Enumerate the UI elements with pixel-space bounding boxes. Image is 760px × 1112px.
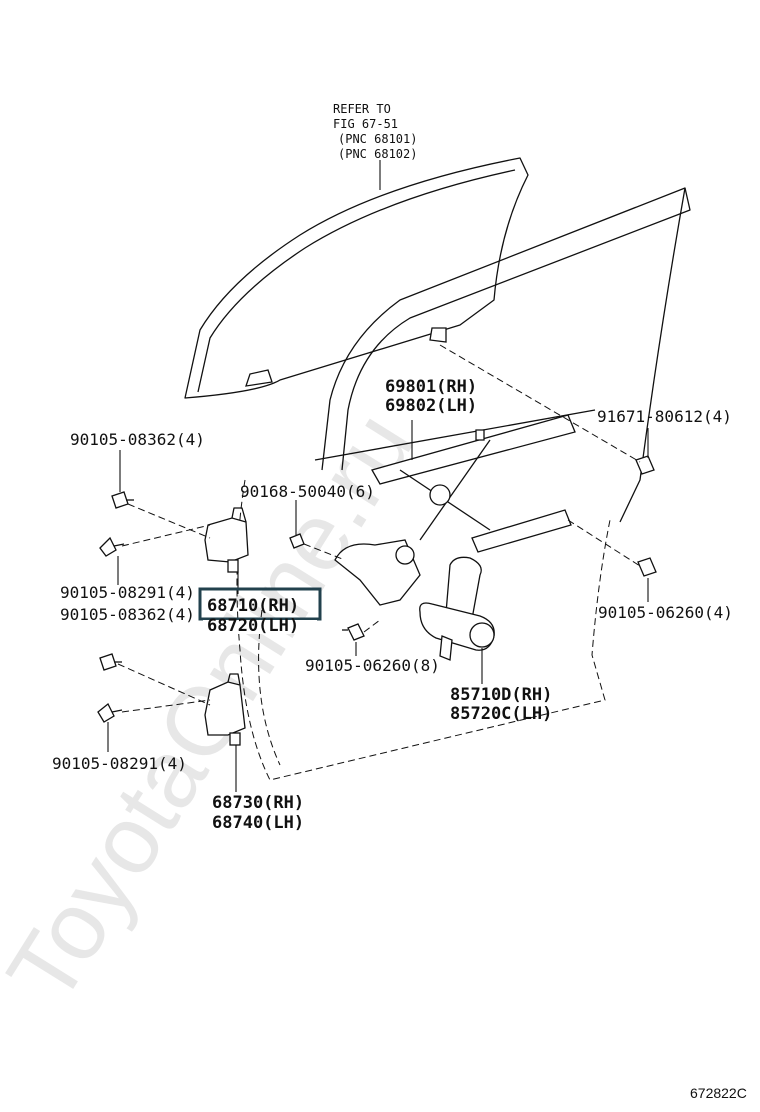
bolt-90105-08291-lower (97, 702, 123, 723)
label-90105-08291-upper[interactable]: 90105-08291(4) (60, 583, 195, 602)
refer-note-line2: FIG 67-51 (333, 117, 398, 131)
window-regulator (334, 414, 576, 606)
bolt-90105-06260-right (637, 557, 657, 577)
hinge-upper (204, 507, 249, 573)
bolt-90105-08362-mid (99, 653, 122, 671)
bolt-90105-06260-center (342, 623, 365, 641)
window-motor (419, 556, 495, 661)
bolt-90105-08362-top (111, 491, 134, 509)
hinge-lower (204, 673, 246, 746)
leader-lines (107, 160, 649, 792)
label-68720-lh[interactable]: 68720(LH) (207, 616, 299, 636)
door-glass (184, 157, 529, 399)
figure-number: 672822C (690, 1085, 747, 1101)
highlight-box (198, 587, 322, 621)
dashed-connectors (117, 344, 641, 713)
refer-note-line3: (PNC 68101) (338, 132, 417, 146)
label-91671-80612[interactable]: 91671-80612(4) (597, 407, 732, 426)
bolt-91671 (635, 455, 655, 475)
label-90105-06260-center[interactable]: 90105-06260(8) (305, 656, 440, 675)
label-90105-08291-lower[interactable]: 90105-08291(4) (52, 754, 187, 773)
label-69802-lh[interactable]: 69802(LH) (385, 396, 477, 416)
label-85720c-lh[interactable]: 85720C(LH) (450, 704, 552, 724)
label-90105-08362-mid[interactable]: 90105-08362(4) (60, 605, 195, 624)
label-90105-06260-right[interactable]: 90105-06260(4) (598, 603, 733, 622)
label-90105-08362-top[interactable]: 90105-08362(4) (70, 430, 205, 449)
label-85710d-rh[interactable]: 85710D(RH) (450, 685, 552, 705)
label-68730-rh[interactable]: 68730(RH) (212, 793, 304, 813)
label-68710-rh[interactable]: 68710(RH) (207, 596, 299, 616)
label-69801-rh[interactable]: 69801(RH) (385, 377, 477, 397)
label-90168-50040[interactable]: 90168-50040(6) (240, 482, 375, 501)
bolt-90105-08291-upper (99, 536, 125, 557)
refer-note-line1: REFER TO (333, 102, 391, 116)
refer-note-line4: (PNC 68102) (338, 147, 417, 161)
label-68740-lh[interactable]: 68740(LH) (212, 813, 304, 833)
